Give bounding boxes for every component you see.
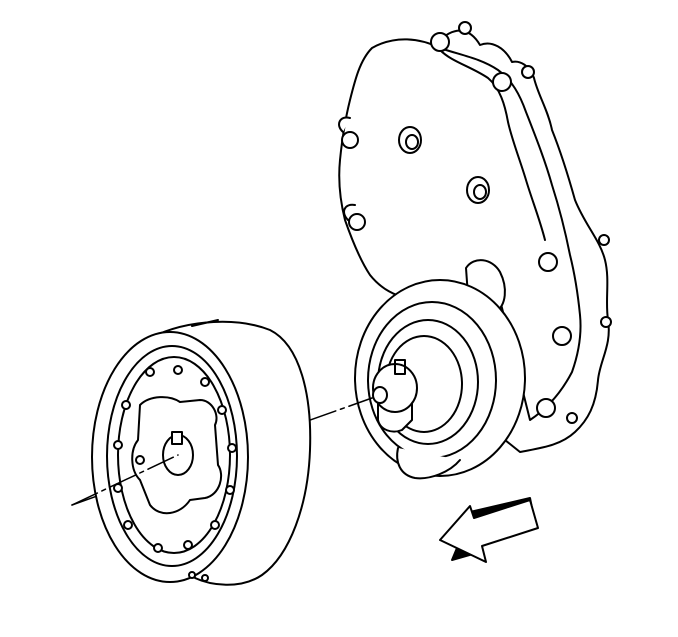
hole-icon xyxy=(145,367,155,377)
hole-icon xyxy=(227,443,237,453)
cover-lower-lug xyxy=(396,447,461,480)
front-cover xyxy=(338,21,612,480)
arrow-icon xyxy=(439,499,539,563)
crankshaft-balancer xyxy=(91,319,312,586)
bolt-icon xyxy=(538,252,558,272)
balancer-face-ring-2 xyxy=(117,356,231,554)
hole-icon xyxy=(135,455,145,465)
hole-icon xyxy=(121,400,131,410)
balancer-bolt-holes xyxy=(113,365,237,582)
bolt-icon xyxy=(521,65,535,79)
hole-icon xyxy=(188,571,196,579)
bolt-icon xyxy=(341,131,359,149)
crank-nose-bore xyxy=(372,386,388,404)
hole-icon xyxy=(113,440,123,450)
hole-icon xyxy=(200,377,210,387)
bolt-icon xyxy=(430,32,450,52)
cover-ridge xyxy=(439,49,546,241)
cover-bolts xyxy=(341,21,612,424)
cover-tab-left-2 xyxy=(343,203,356,221)
hole-icon xyxy=(210,520,220,530)
bolt-icon xyxy=(458,21,472,35)
crankshaft-nose xyxy=(372,359,418,433)
bolt-icon xyxy=(552,326,572,346)
bolt-icon xyxy=(600,316,612,328)
hole-icon xyxy=(201,574,209,582)
balancer-face-ring xyxy=(106,345,238,567)
balancer-keyway xyxy=(171,431,183,445)
hole-icon xyxy=(153,543,163,553)
cover-hole-middle-inner xyxy=(473,184,487,200)
installation-centerline-front xyxy=(71,454,179,506)
bolt-icon xyxy=(598,234,610,246)
cover-tab-left xyxy=(338,116,351,133)
bolt-icon xyxy=(492,72,512,92)
bolt-icon xyxy=(536,398,556,418)
crank-key xyxy=(394,359,406,375)
hole-icon xyxy=(225,485,235,495)
install-direction-arrow xyxy=(439,497,539,563)
bolt-icon xyxy=(348,213,366,231)
hole-icon xyxy=(173,365,183,375)
hole-icon xyxy=(123,520,133,530)
bolt-icon xyxy=(566,412,578,424)
cover-hole-upper-inner xyxy=(405,134,419,150)
hole-icon xyxy=(217,405,227,415)
hole-icon xyxy=(183,540,193,550)
balancer-rim-seam xyxy=(191,319,219,327)
